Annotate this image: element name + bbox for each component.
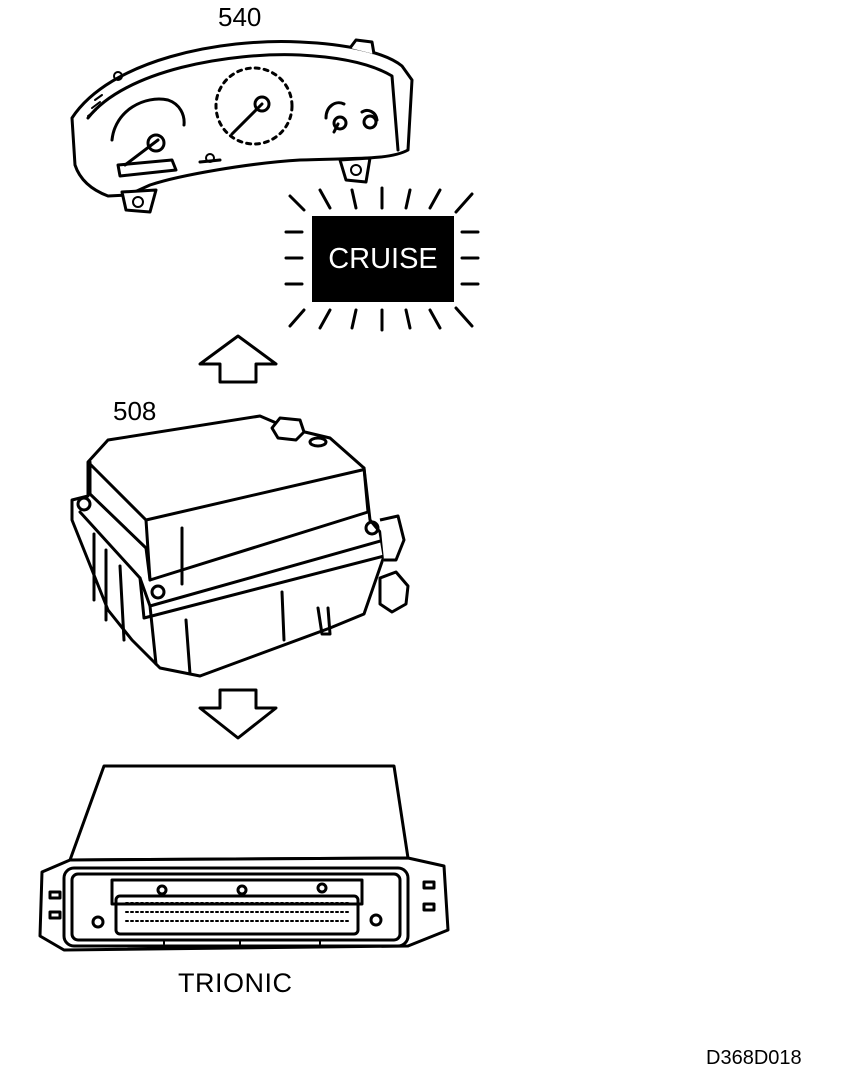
instrument-cluster <box>70 38 414 214</box>
ecu-unit <box>38 764 450 952</box>
ecu-label: TRIONIC <box>178 968 293 998</box>
cluster-label: 540 <box>218 2 262 32</box>
arrow-down-icon <box>198 688 278 740</box>
module-label: 508 <box>113 396 157 426</box>
arrow-up-icon <box>198 334 278 384</box>
control-module <box>70 414 410 678</box>
cruise-rays <box>284 186 480 332</box>
cruise-box <box>312 216 454 302</box>
cruise-text: CRUISE <box>328 243 438 275</box>
figure-reference: D368D018 <box>706 1047 802 1069</box>
cruise-indicator: CRUISE <box>284 186 480 332</box>
